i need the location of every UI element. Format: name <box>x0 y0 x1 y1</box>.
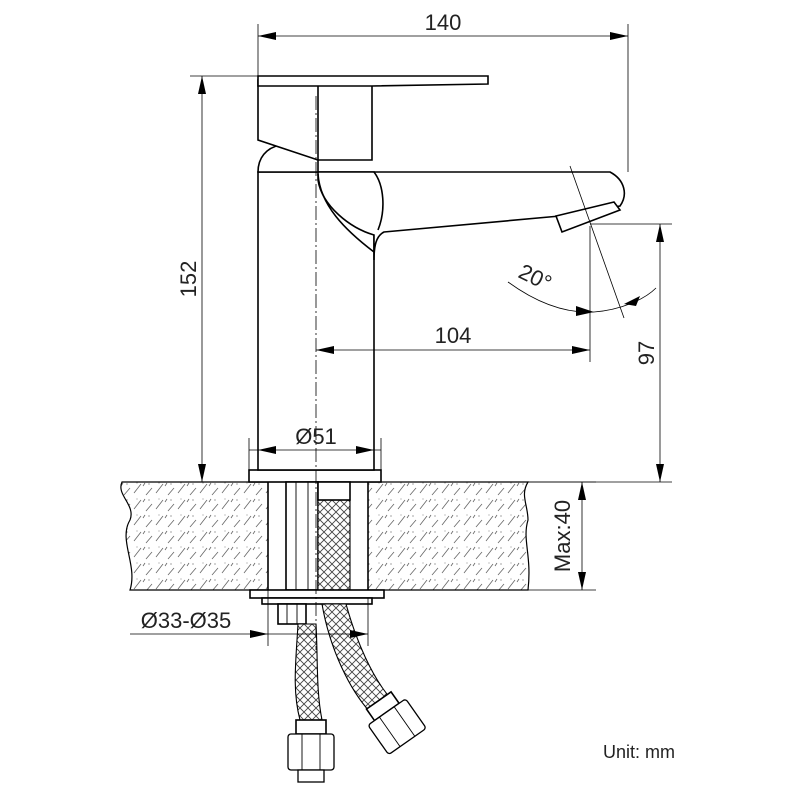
hole-diameter-label: Ø33-Ø35 <box>141 608 232 633</box>
dim-spout-height: 97 <box>384 223 672 483</box>
hose-nuts <box>287 690 426 783</box>
base-diameter-label: Ø51 <box>295 424 337 449</box>
spout-reach-label: 104 <box>435 323 472 348</box>
spout-angle-label: 20° <box>515 259 556 296</box>
dim-overall-height: 152 <box>176 75 258 483</box>
dim-base-diameter: Ø51 <box>248 424 382 470</box>
supply-hoses <box>294 603 393 721</box>
dim-spout-reach: 104 <box>316 226 591 362</box>
dim-hole-diameter: Ø33-Ø35 <box>130 590 369 646</box>
overall-height-label: 152 <box>176 261 201 298</box>
dim-max-thickness: Max:40 <box>528 481 596 591</box>
dim-overall-width: 140 <box>257 10 629 172</box>
faucet-body <box>248 75 626 483</box>
spout-height-label: 97 <box>634 341 659 365</box>
overall-width-label: 140 <box>425 10 462 35</box>
mounting-hardware <box>249 481 385 625</box>
unit-note: Unit: mm <box>603 742 675 762</box>
max-thickness-label: Max:40 <box>550 500 575 572</box>
